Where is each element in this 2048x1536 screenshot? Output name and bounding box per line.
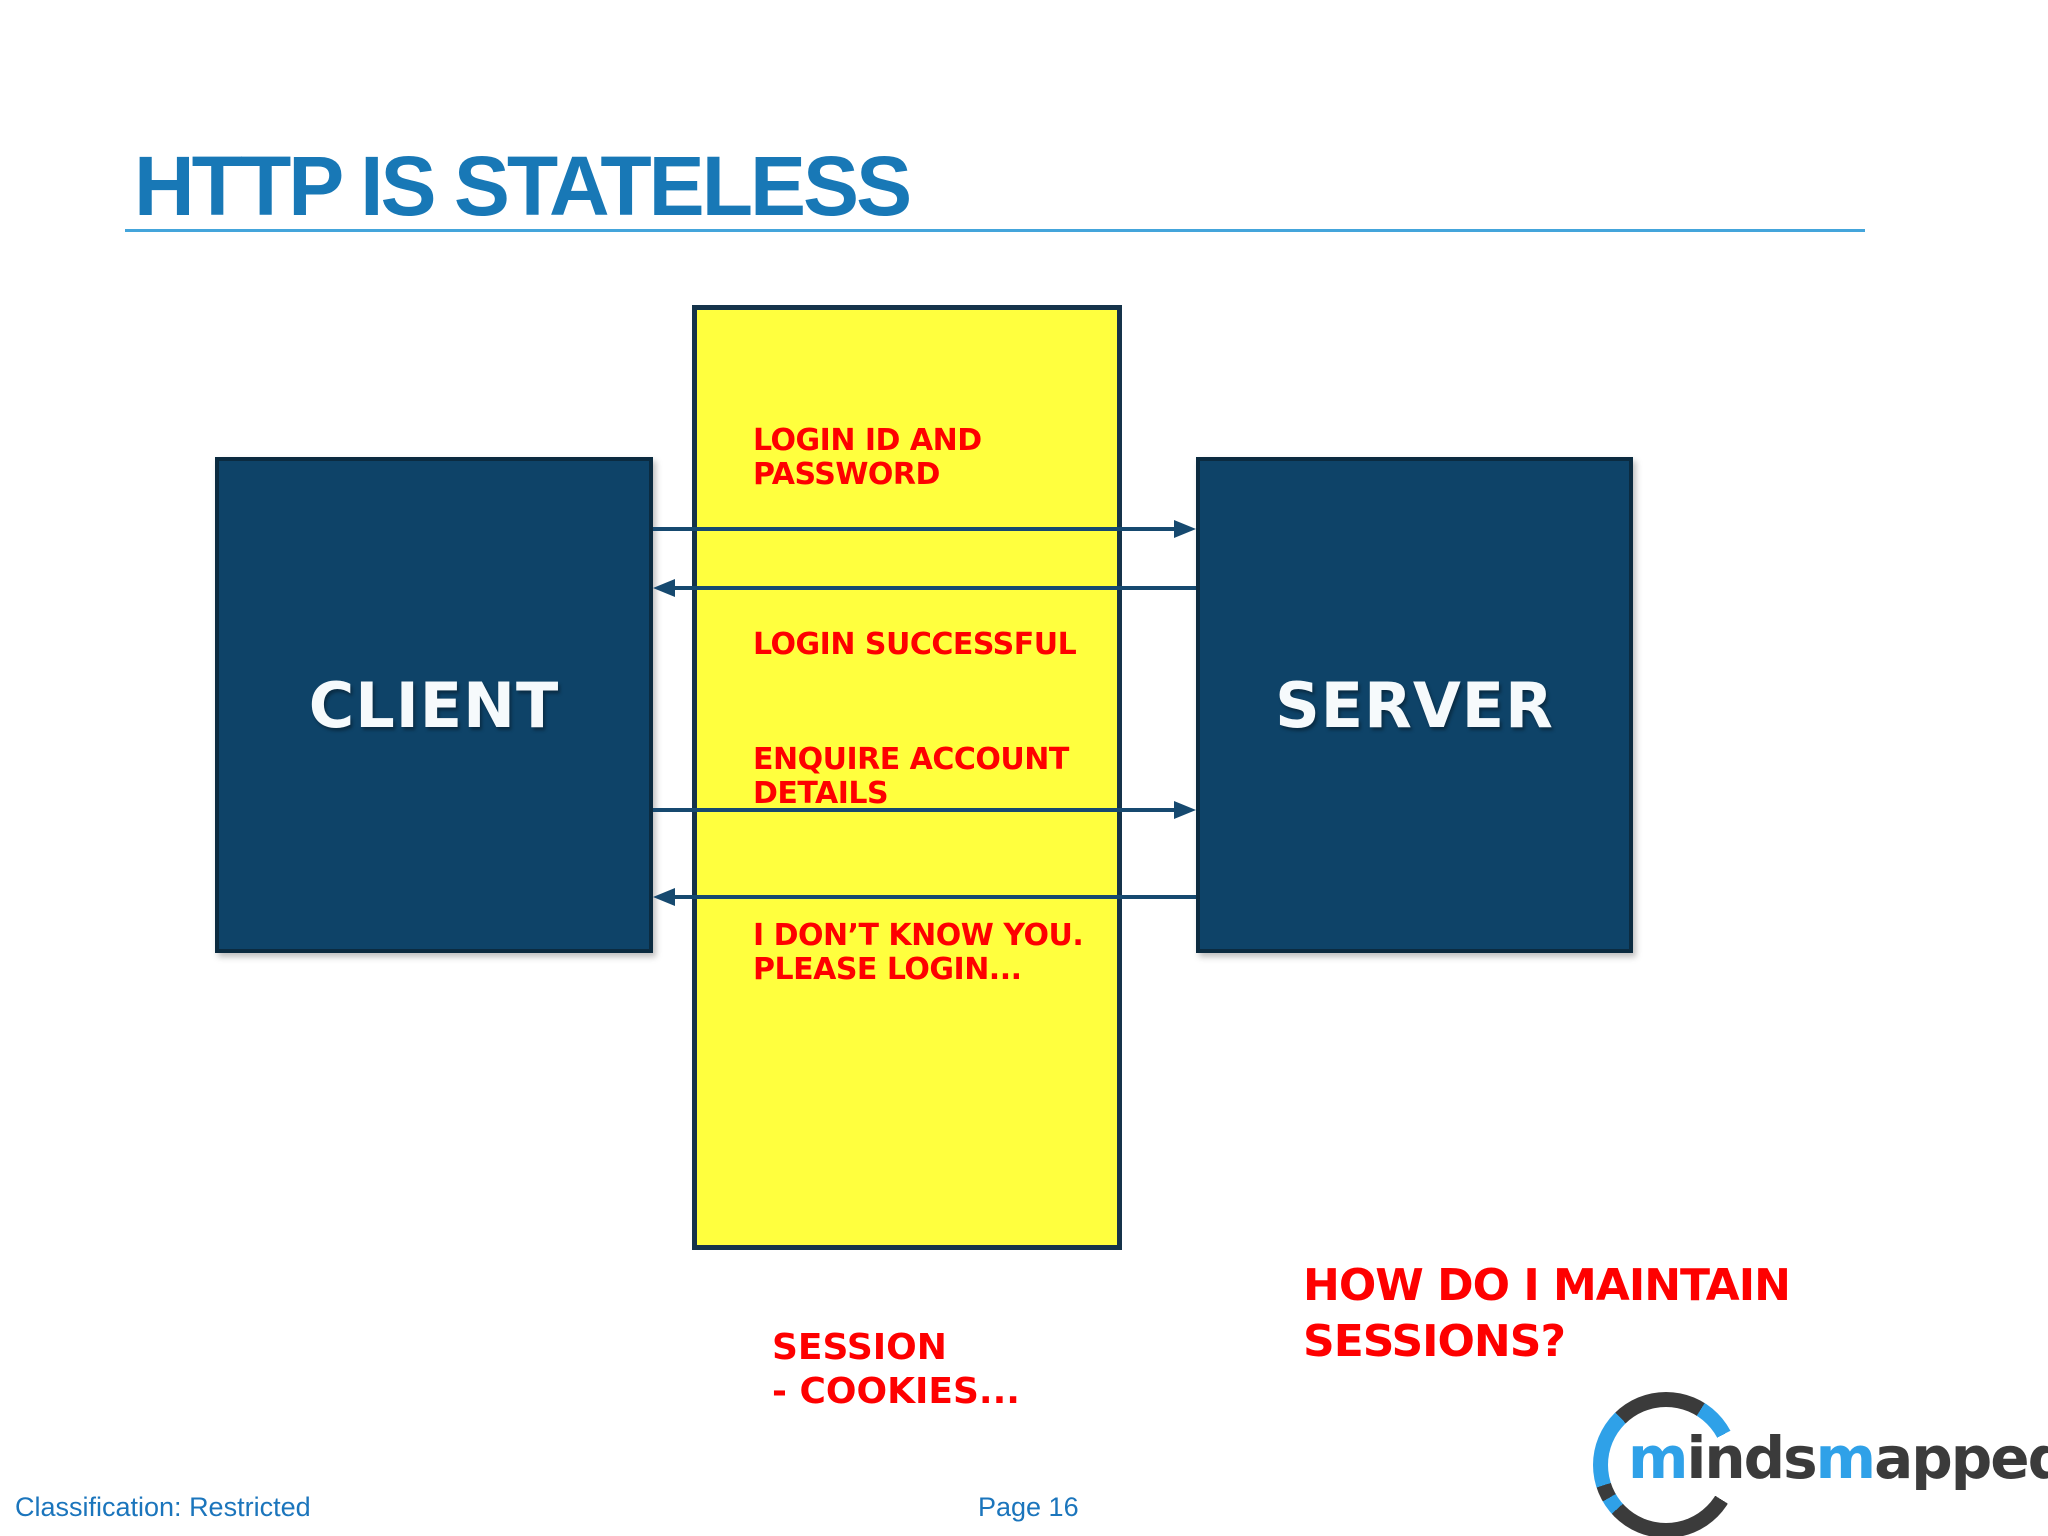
logo-letter-m1: m [1628, 1424, 1688, 1492]
arrow-client-to-server-1 [653, 520, 1196, 538]
arrowhead-left-icon [653, 888, 675, 906]
logo-ring-hole [1608, 1407, 1724, 1523]
slide-title: HTTP IS STATELESS [134, 139, 912, 233]
arrow-line [673, 586, 1196, 590]
logo-ring-icon [1593, 1392, 1739, 1536]
arrow-server-to-client-1 [653, 579, 1196, 597]
logo-letters-inds: inds [1686, 1424, 1817, 1492]
logo-letter-m2: m [1815, 1424, 1876, 1492]
arrow-line [653, 808, 1176, 812]
message-dont-know-you: I DON’T KNOW YOU. PLEASE LOGIN... [753, 918, 1084, 987]
logo-letters-apped: apped [1874, 1424, 2048, 1492]
client-label: CLIENT [308, 668, 560, 742]
arrow-line [653, 527, 1176, 531]
arrow-server-to-client-2 [653, 888, 1196, 906]
message-login-successful: LOGIN SUCCESSFUL [753, 627, 1077, 662]
server-box: SERVER [1196, 457, 1633, 953]
arrowhead-left-icon [653, 579, 675, 597]
mindsmapped-logo: mindsmapped [1590, 1390, 2048, 1536]
arrow-line [673, 895, 1196, 899]
message-panel [692, 305, 1122, 1250]
server-label: SERVER [1275, 668, 1554, 742]
message-enquire-account: ENQUIRE ACCOUNT DETAILS [753, 742, 1069, 811]
arrow-client-to-server-2 [653, 801, 1196, 819]
classification-label: Classification: Restricted [15, 1492, 311, 1522]
arrowhead-right-icon [1174, 520, 1196, 538]
session-cookies-note: SESSION - COOKIES... [772, 1327, 1020, 1412]
title-underline [125, 229, 1865, 232]
message-login-credentials: LOGIN ID AND PASSWORD [753, 423, 982, 492]
client-box: CLIENT [215, 457, 653, 953]
logo-wordmark: mindsmapped [1628, 1429, 2048, 1487]
arrowhead-right-icon [1174, 801, 1196, 819]
maintain-sessions-question: HOW DO I MAINTAIN SESSIONS? [1303, 1260, 1791, 1367]
page-number: Page 16 [978, 1492, 1079, 1522]
